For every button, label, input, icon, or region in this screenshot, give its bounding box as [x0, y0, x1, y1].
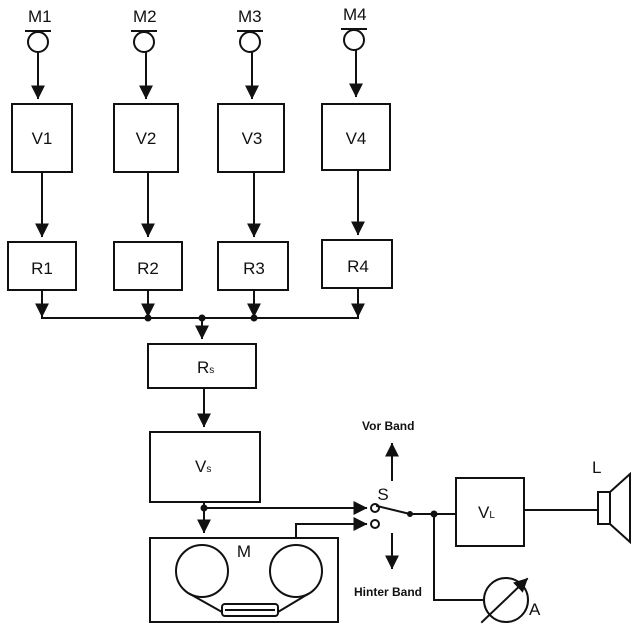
tape-reel-left-icon — [175, 544, 229, 598]
regulator-label-1: R1 — [31, 259, 53, 278]
microphone-1-icon — [25, 30, 51, 53]
meter-label: A — [529, 600, 541, 619]
regulator-label-3: R3 — [243, 259, 265, 278]
mic-label-3: M3 — [238, 7, 262, 26]
sum-regulator: Rs — [147, 343, 257, 428]
sum-regulator-label: Rs — [197, 358, 214, 377]
regulator-label-4: R4 — [347, 257, 369, 276]
microphone-4-icon — [341, 28, 367, 51]
meter-icon — [480, 577, 529, 624]
channel-3: M3 V3 R3 — [217, 7, 289, 319]
loudspeaker-label: L — [592, 458, 601, 477]
tape-reel-right-icon — [269, 544, 323, 598]
monitor-amplifier: VL — [433, 477, 599, 547]
selector-switch: S Vor Band Hinter Band — [354, 419, 438, 599]
channel-4: M4 V4 R4 — [321, 5, 393, 319]
amplifier-3 — [217, 103, 285, 173]
sum-amplifier-box — [149, 431, 261, 503]
mic-label-1: M1 — [28, 7, 52, 26]
switch-label: S — [377, 485, 388, 504]
amplifier-2 — [113, 103, 179, 173]
amplifier-label-2: V2 — [136, 129, 157, 148]
regulator-label-2: R2 — [137, 259, 159, 278]
tape-machine-label: M — [237, 542, 251, 561]
sum-regulator-box — [147, 343, 257, 389]
channel-2: M2 V2 R2 — [113, 7, 183, 319]
amplifier-label-1: V1 — [32, 129, 53, 148]
monitor-amplifier-label: VL — [478, 503, 495, 522]
summing-bus — [35, 303, 365, 340]
microphone-3-icon — [237, 30, 263, 53]
mic-label-4: M4 — [343, 5, 367, 24]
amplifier-4 — [321, 103, 391, 171]
amplifier-1 — [11, 103, 73, 173]
regulator-1 — [7, 241, 77, 291]
level-meter: A — [433, 513, 541, 624]
switch-down-label: Hinter Band — [354, 585, 422, 599]
pre-tape-line — [200, 501, 380, 515]
tape-head-icon — [188, 592, 310, 617]
loudspeaker-icon: L — [592, 458, 631, 545]
sum-amplifier: Vs — [149, 431, 261, 534]
microphone-2-icon — [131, 30, 157, 53]
sum-amplifier-label: Vs — [195, 457, 211, 476]
switch-up-label: Vor Band — [362, 419, 414, 433]
monitor-amplifier-box — [455, 477, 525, 547]
amplifier-label-3: V3 — [242, 129, 263, 148]
mic-label-2: M2 — [133, 7, 157, 26]
channel-1: M1 V1 R1 — [7, 7, 77, 319]
amplifier-label-4: V4 — [346, 129, 367, 148]
regulator-3 — [217, 241, 289, 291]
tape-machine: M — [149, 517, 380, 623]
